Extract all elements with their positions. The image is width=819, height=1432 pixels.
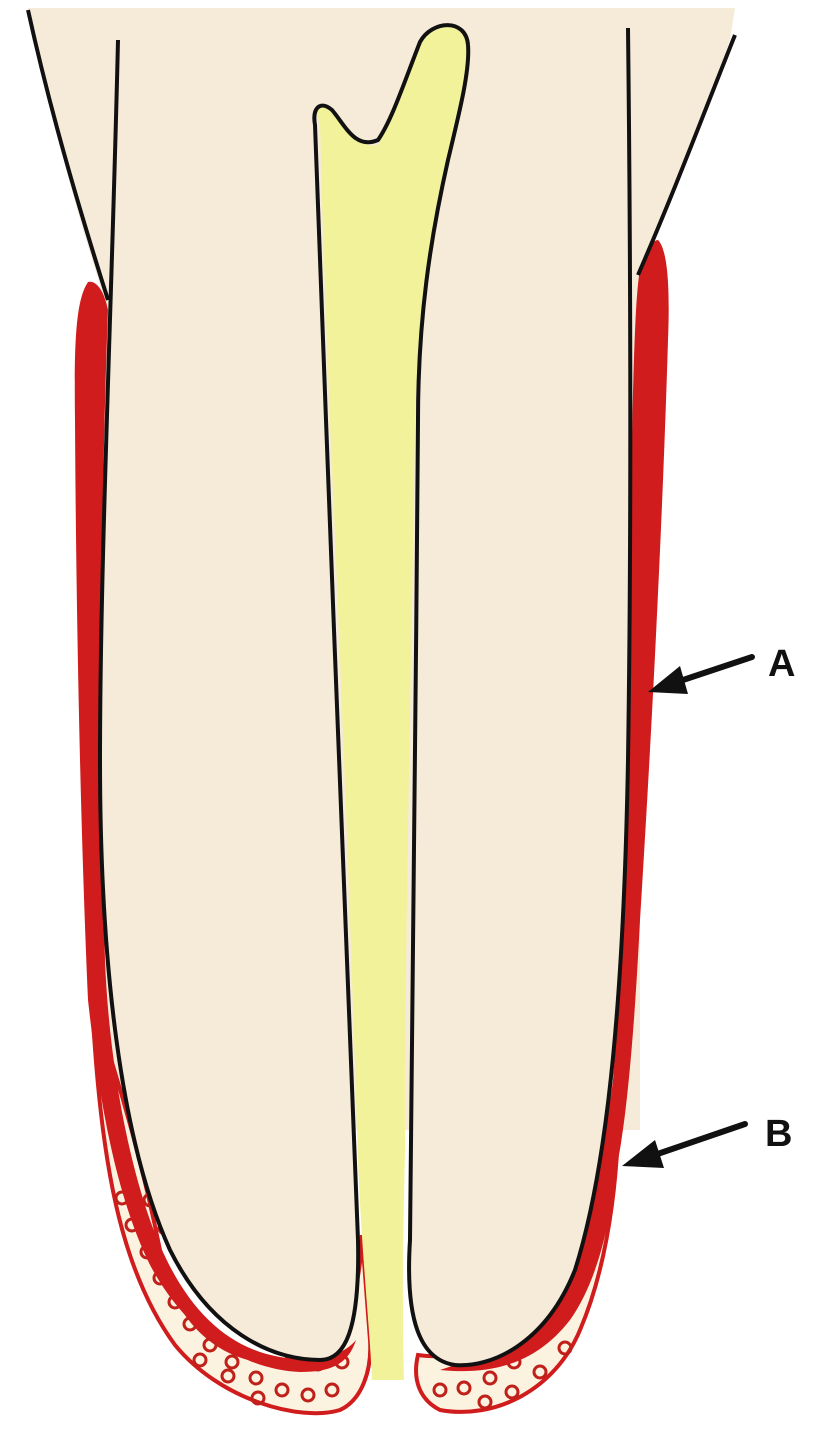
label-a: A <box>768 643 795 685</box>
label-b: B <box>765 1113 792 1155</box>
